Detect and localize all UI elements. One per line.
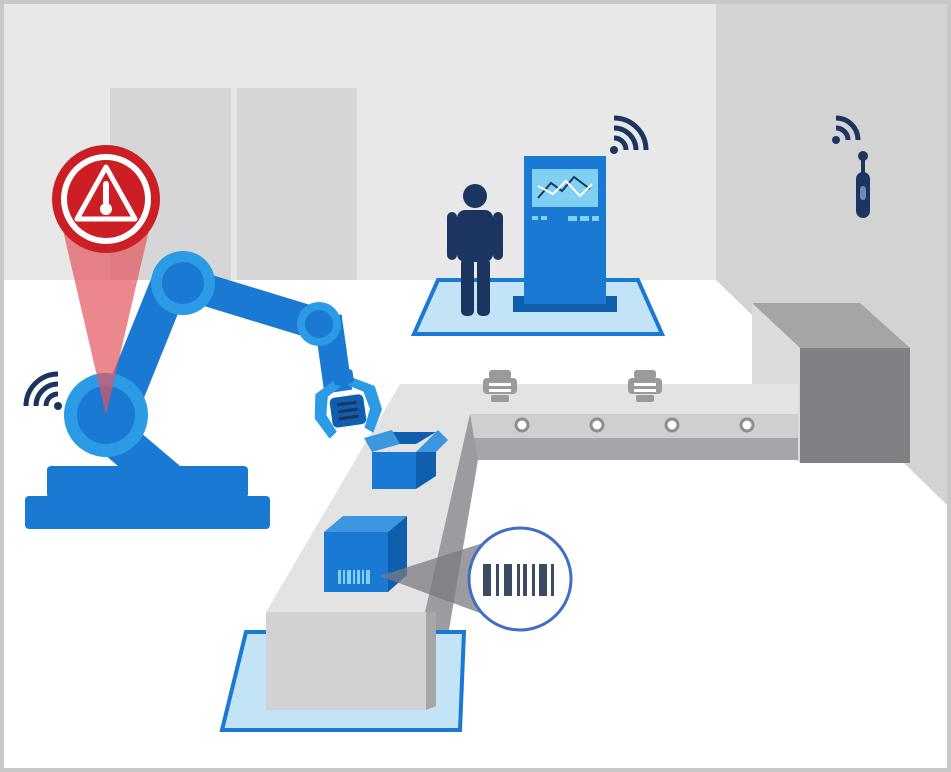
robot-base-upper	[47, 466, 248, 498]
conveyor-top-horizontal	[400, 384, 798, 414]
thermometer-stem	[103, 181, 109, 205]
monitoring-kiosk	[513, 156, 617, 312]
wall-sensor	[856, 151, 870, 218]
conveyor-bottom-horizontal	[468, 438, 798, 460]
door-right	[237, 88, 357, 280]
worker-torso	[457, 210, 493, 262]
kiosk-button-3	[592, 216, 599, 221]
gray-part	[628, 370, 662, 402]
worker-leg-left	[461, 258, 474, 316]
barcode-icon	[483, 564, 554, 596]
temperature-alert-beam	[62, 226, 150, 415]
conveyor-roller	[589, 417, 605, 433]
box-side	[416, 440, 436, 489]
machine-top	[752, 303, 910, 348]
box-flap-right	[416, 430, 448, 452]
gripped-part-stripe	[338, 414, 359, 421]
conveyor-base-block	[266, 612, 426, 710]
robot-wrist-joint-core	[305, 310, 333, 338]
robot-gripper	[314, 369, 383, 439]
machine-front	[800, 348, 910, 463]
gripped-part-stripe	[337, 407, 359, 414]
kiosk-chart-line-b	[537, 179, 593, 198]
kiosk-button-2	[580, 216, 589, 221]
robot-elbow-joint-core	[162, 262, 204, 304]
conveyor-base-shadow	[426, 612, 436, 710]
worker-head	[463, 184, 487, 208]
gripper-claw-right	[348, 377, 383, 433]
wifi-icon	[23, 371, 62, 410]
gripped-part-stripe	[336, 400, 358, 407]
conveyor-front-horizontal	[468, 414, 798, 438]
robot-base-lower	[25, 496, 270, 529]
conveyor-roller	[514, 417, 530, 433]
sensor-window	[860, 186, 866, 200]
conveyor-roller	[739, 417, 755, 433]
sensor-knob	[858, 151, 868, 161]
worker-arm-right	[493, 212, 503, 260]
gripper-mount	[332, 369, 354, 386]
kiosk-button-1	[568, 216, 577, 221]
sensor-stem	[861, 156, 865, 174]
worker-leg-right	[477, 258, 490, 316]
worker-figure	[447, 184, 503, 316]
robot-base	[25, 466, 270, 529]
thermometer-bulb	[100, 203, 112, 215]
box-front	[324, 532, 388, 592]
box-top	[324, 516, 407, 532]
conveyor-roller	[664, 417, 680, 433]
thermometer-warning-icon	[52, 145, 160, 253]
wifi-icon	[832, 115, 861, 144]
gray-part	[483, 370, 517, 402]
warning-triangle	[74, 164, 138, 222]
kiosk-indicator-1	[532, 216, 538, 220]
barcode-scan-beam	[380, 542, 488, 616]
box-front	[372, 452, 416, 489]
open-box	[364, 430, 448, 489]
worker-arm-left	[447, 212, 457, 260]
gripper-claw-left	[314, 379, 341, 439]
wifi-icon	[610, 115, 649, 154]
box-barcode	[338, 570, 370, 584]
kiosk-indicator-2	[541, 216, 547, 220]
box-flap-left	[364, 430, 400, 452]
kiosk-chart-line-a	[537, 175, 591, 199]
